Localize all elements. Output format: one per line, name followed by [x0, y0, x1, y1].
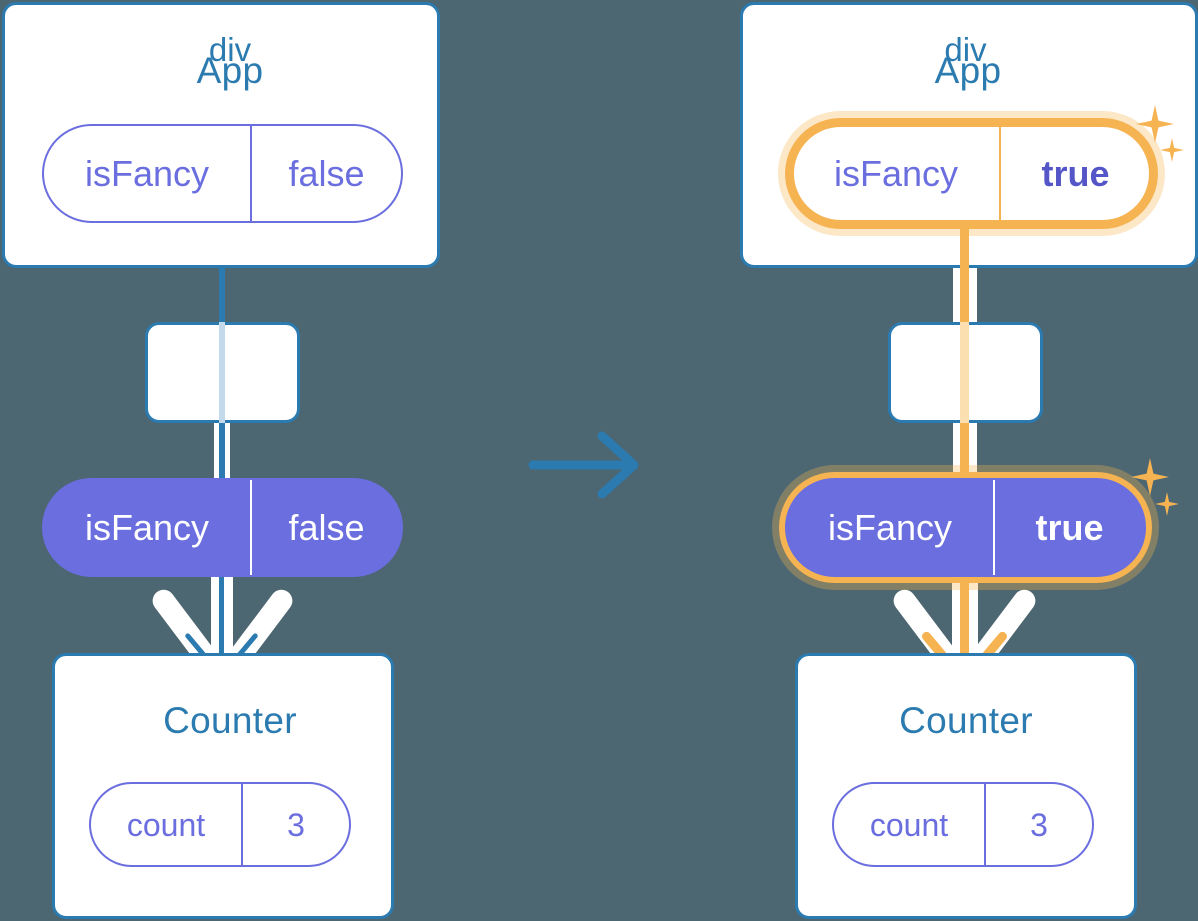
app-state-pill-key: isFancy [833, 152, 959, 194]
sparkle-big-icon [1131, 458, 1169, 496]
counter-title: Counter [899, 700, 1033, 741]
sparkle-small-icon [1155, 492, 1179, 516]
prop-state-pill-value: true [993, 480, 1144, 575]
div-label: div [208, 31, 252, 68]
connector-app-card-to-div [219, 268, 225, 324]
connector-div-to-state-core [960, 423, 969, 483]
prop-state-pill: isFancy true [785, 478, 1146, 577]
app-state-pill: isFancy false [42, 124, 403, 223]
div-label: div [944, 31, 987, 68]
app-state-pill-value: false [250, 126, 401, 221]
counter-state-pill-key: count [869, 806, 949, 843]
counter-state-pill-value: 3 [241, 784, 349, 865]
prop-state-pill-key: isFancy [84, 506, 210, 548]
app-state-pill: isFancy true [791, 124, 1152, 223]
counter-state-pill: count 3 [832, 782, 1094, 867]
counter-state-pill-key: count [126, 806, 206, 843]
app-state-pill-value: true [999, 126, 1150, 221]
prop-state-pill-key: isFancy [827, 506, 953, 548]
arrow-shaft-core [960, 572, 969, 660]
connector-div-to-state-core [219, 423, 225, 483]
connector-app-card-to-div-core [960, 268, 969, 326]
prop-state-pill-value: false [250, 480, 401, 575]
after-state-panel: div App isFancy true isFancy true [738, 0, 1198, 921]
counter-state-pill: count 3 [89, 782, 351, 867]
prop-state-pill: isFancy false [42, 478, 403, 577]
before-state-panel: div App isFancy false isFancy false Coun… [0, 0, 460, 921]
app-title: App [196, 50, 264, 91]
app-title: App [934, 50, 1002, 91]
counter-title: Counter [163, 700, 297, 741]
counter-state-pill-value: 3 [984, 784, 1092, 865]
connector-through-div [219, 322, 225, 423]
transition-arrow-right-icon [528, 430, 648, 500]
arrow-shaft-core [219, 572, 224, 658]
app-state-pill-key: isFancy [84, 152, 210, 194]
connector-through-div [960, 322, 969, 423]
